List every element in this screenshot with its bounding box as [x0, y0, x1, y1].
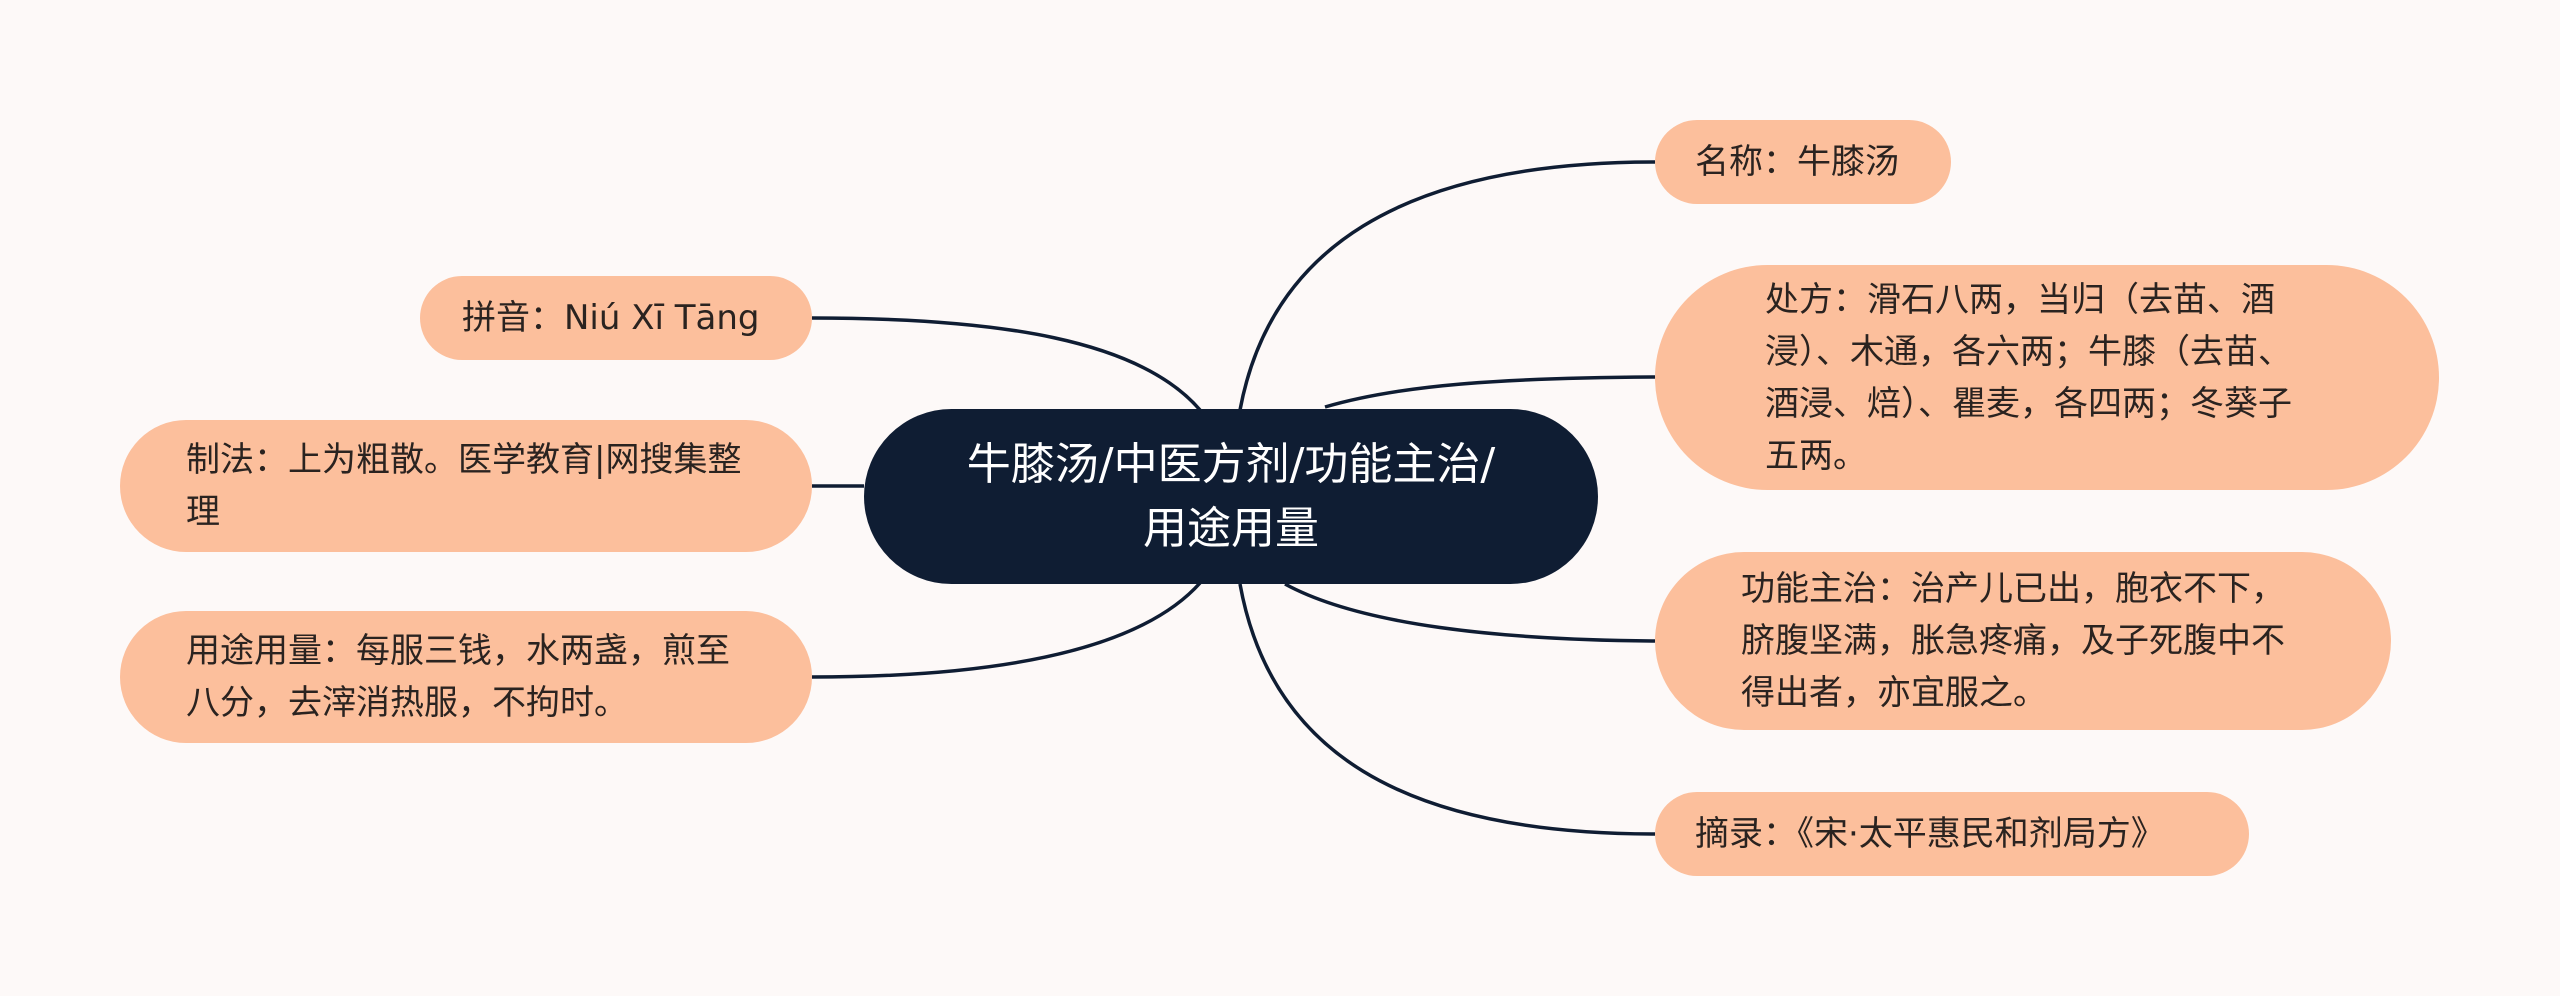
- node-usage[interactable]: 用途用量：每服三钱，水两盏，煎至八分，去滓消热服，不拘时。: [120, 611, 812, 743]
- node-name-label: 名称：牛膝汤: [1695, 142, 1899, 182]
- node-pinyin[interactable]: 拼音：Niú Xī Tāng: [420, 276, 812, 360]
- link-usage: [811, 581, 1202, 679]
- node-method-label: 制法：上为粗散。医学教育|网搜集整理: [186, 440, 742, 532]
- node-indications[interactable]: 功能主治：治产儿已出，胞衣不下，脐腹坚满，胀急疼痛，及子死腹中不得出者，亦宜服之…: [1655, 552, 2391, 730]
- central-topic-label: 牛膝汤/中医方剂/功能主治/用途用量: [966, 438, 1496, 554]
- node-name[interactable]: 名称：牛膝汤: [1655, 120, 1951, 204]
- link-name: [1238, 160, 1656, 411]
- link-source: [1238, 583, 1656, 836]
- node-source-label: 摘录：《宋·太平惠民和剂局方》: [1695, 814, 2165, 854]
- node-method[interactable]: 制法：上为粗散。医学教育|网搜集整理: [120, 420, 812, 552]
- node-source[interactable]: 摘录：《宋·太平惠民和剂局方》: [1655, 792, 2249, 876]
- link-prescription: [1324, 375, 1656, 409]
- node-usage-label: 用途用量：每服三钱，水两盏，煎至八分，去滓消热服，不拘时。: [186, 631, 730, 723]
- link-pinyin: [811, 316, 1202, 412]
- node-prescription-label: 处方：滑石八两，当归（去苗、酒浸）、木通，各六两；牛膝（去苗、酒浸、焙）、瞿麦，…: [1765, 279, 2292, 476]
- link-indications: [1284, 582, 1656, 643]
- central-topic[interactable]: 牛膝汤/中医方剂/功能主治/用途用量: [864, 409, 1598, 584]
- node-indications-label: 功能主治：治产儿已出，胞衣不下，脐腹坚满，胀急疼痛，及子死腹中不得出者，亦宜服之…: [1741, 569, 2285, 713]
- node-prescription[interactable]: 处方：滑石八两，当归（去苗、酒浸）、木通，各六两；牛膝（去苗、酒浸、焙）、瞿麦，…: [1655, 265, 2439, 490]
- node-pinyin-label: 拼音：Niú Xī Tāng: [462, 298, 760, 338]
